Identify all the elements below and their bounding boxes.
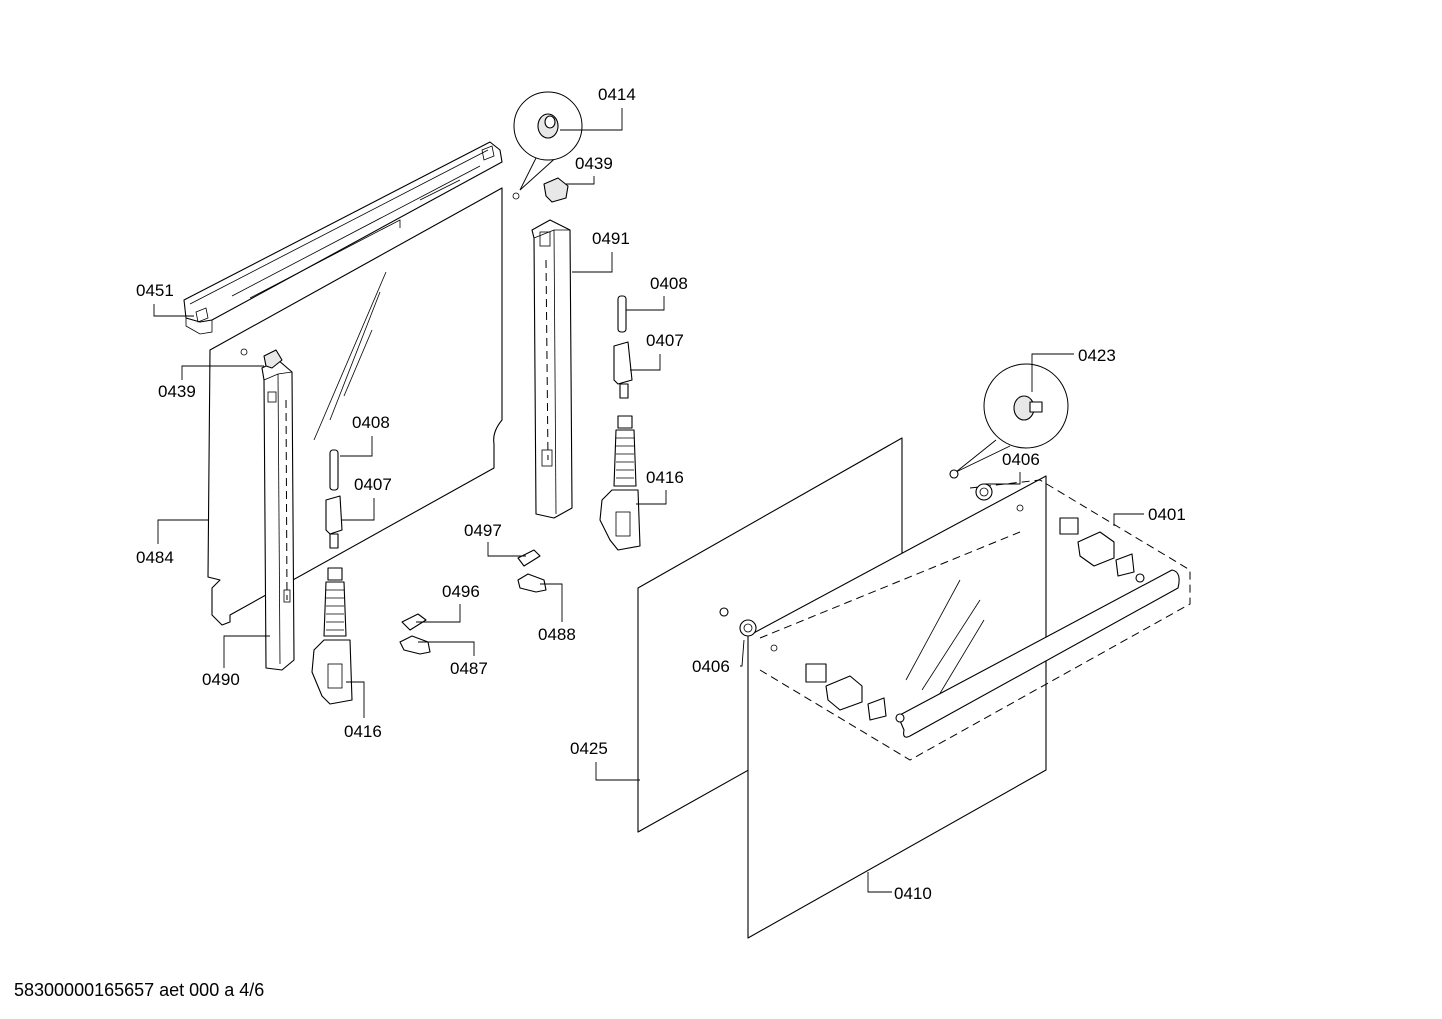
label-0406-right: 0406 bbox=[1002, 450, 1040, 469]
outer-door-glass bbox=[747, 475, 1047, 939]
label-0451: 0451 bbox=[136, 281, 174, 300]
handle-assembly-outline bbox=[759, 479, 1191, 761]
label-0487: 0487 bbox=[450, 659, 488, 678]
label-0490: 0490 bbox=[202, 670, 240, 689]
label-0423: 0423 bbox=[1078, 346, 1116, 365]
label-0488: 0488 bbox=[538, 625, 576, 644]
right-hinge-rail bbox=[512, 177, 573, 519]
inner-glass-panel bbox=[207, 187, 503, 626]
top-trim-strip bbox=[183, 141, 503, 335]
right-pin-and-bushing bbox=[613, 295, 633, 399]
label-0439-left: 0439 bbox=[158, 382, 196, 401]
label-0496: 0496 bbox=[442, 582, 480, 601]
document-reference: 58300000165657 aet 000 a 4/6 bbox=[14, 980, 265, 1000]
label-0491: 0491 bbox=[592, 229, 630, 248]
door-handle bbox=[805, 517, 1180, 738]
left-hinge-rail bbox=[261, 349, 295, 671]
label-0439-top: 0439 bbox=[575, 154, 613, 173]
label-0414: 0414 bbox=[598, 85, 636, 104]
label-0401: 0401 bbox=[1148, 505, 1186, 524]
label-0407-right: 0407 bbox=[646, 331, 684, 350]
small-clips bbox=[399, 549, 547, 655]
label-0408-left: 0408 bbox=[352, 413, 390, 432]
detail-circle-right bbox=[949, 363, 1069, 479]
label-0497: 0497 bbox=[464, 521, 502, 540]
label-0406-left: 0406 bbox=[692, 657, 730, 676]
label-0408-right: 0408 bbox=[650, 274, 688, 293]
label-0410: 0410 bbox=[894, 884, 932, 903]
right-hinge-assembly bbox=[599, 415, 641, 551]
leader-lines bbox=[153, 108, 1144, 893]
label-0425: 0425 bbox=[570, 739, 608, 758]
spacers bbox=[719, 483, 993, 637]
label-0416-left: 0416 bbox=[344, 722, 382, 741]
left-pin-and-bushing bbox=[325, 449, 343, 549]
left-hinge-assembly bbox=[311, 567, 353, 705]
label-0416-right: 0416 bbox=[646, 468, 684, 487]
label-0407-left: 0407 bbox=[354, 475, 392, 494]
label-0484: 0484 bbox=[136, 548, 174, 567]
detail-circle-top bbox=[513, 91, 583, 191]
part-labels: 0414 0439 0491 0408 0407 0416 0451 0439 … bbox=[136, 85, 1186, 903]
